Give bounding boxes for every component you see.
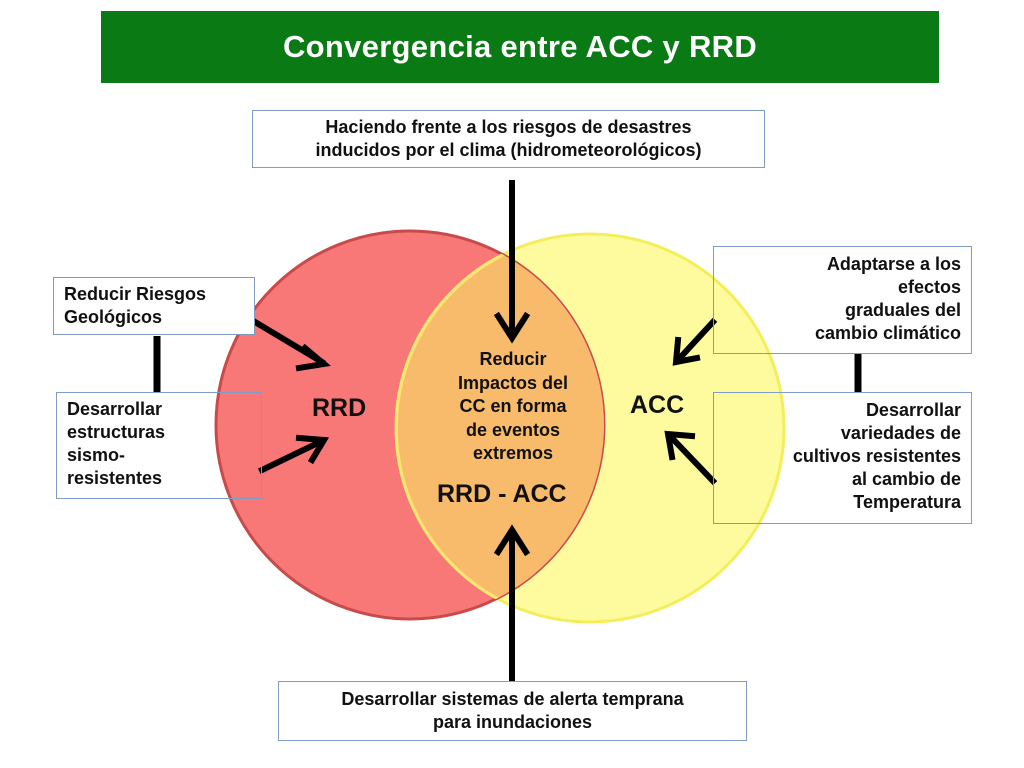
top-box-line-1: Haciendo frente a los riesgos de desastr…: [325, 117, 692, 137]
cultivos-line-5: Temperatura: [853, 492, 961, 512]
adaptarse-line-3: graduales del: [844, 300, 961, 320]
geologicos-box: Reducir Riesgos Geológicos: [53, 277, 255, 335]
cultivos-line-4: al cambio de: [851, 469, 961, 489]
top-box-line-2: inducidos por el clima (hidrometeorológi…: [315, 140, 702, 160]
adaptarse-box: Adaptarse a los efectos graduales del ca…: [713, 246, 972, 354]
arrow-adaptarse: [672, 317, 718, 366]
center-line-1: Reducir: [479, 349, 547, 369]
sismo-line-3: sismo-: [67, 445, 126, 465]
arrow-sismo: [257, 434, 330, 475]
center-line-3: CC en forma: [459, 396, 567, 416]
cultivos-line-2: variedades de: [840, 423, 961, 443]
bottom-box-line-1: Desarrollar sistemas de alerta temprana: [341, 689, 684, 709]
center-text: Reducir Impactos del CC en forma de even…: [430, 348, 596, 466]
adaptarse-line-2: efectos: [897, 277, 961, 297]
acc-label: ACC: [630, 391, 685, 419]
page-title: Convergencia entre ACC y RRD: [282, 29, 758, 64]
arrow-top: [493, 180, 531, 344]
sismo-line-2: estructuras: [67, 422, 166, 442]
sismo-line-4: resistentes: [67, 468, 163, 488]
arrow-geologicos: [250, 317, 331, 372]
rrd-label: RRD: [312, 394, 367, 422]
center-line-5: extremos: [472, 443, 554, 463]
cultivos-line-1: Desarrollar: [865, 400, 961, 420]
sismo-box: Desarrollar estructuras sismo- resistent…: [56, 392, 262, 499]
arrow-cultivos: [664, 430, 718, 486]
center-line-4: de eventos: [465, 419, 561, 440]
top-text-box: Haciendo frente a los riesgos de desastr…: [252, 110, 765, 168]
center-line-2: Impactos del: [457, 372, 569, 393]
cultivos-line-3: cultivos resistentes: [792, 446, 961, 466]
bottom-text-box: Desarrollar sistemas de alerta temprana …: [278, 681, 747, 741]
geologicos-line-2: Geológicos: [64, 307, 163, 327]
intersection-region: [396, 234, 604, 619]
bottom-box-line-2: para inundaciones: [432, 712, 593, 732]
intersection-label: RRD - ACC: [437, 480, 567, 508]
cultivos-box: Desarrollar variedades de cultivos resis…: [713, 392, 972, 524]
title-bar: Convergencia entre ACC y RRD: [101, 11, 939, 83]
arrow-bottom: [493, 524, 531, 681]
adaptarse-line-1: Adaptarse a los: [826, 254, 961, 274]
geologicos-line-1: Reducir Riesgos: [64, 284, 207, 304]
adaptarse-line-4: cambio climático: [814, 323, 961, 343]
sismo-line-1: Desarrollar: [67, 399, 163, 419]
